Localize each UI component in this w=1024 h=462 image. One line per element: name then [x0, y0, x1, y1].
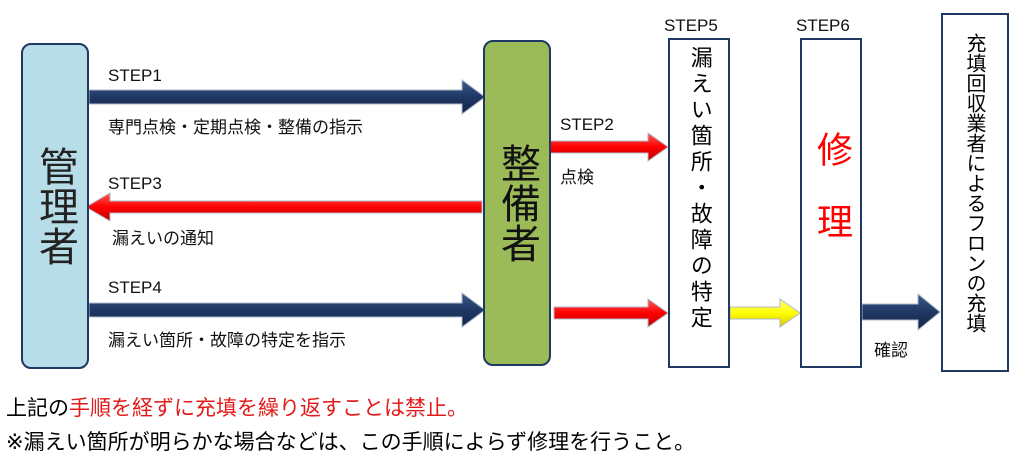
step2-label: STEP2 [560, 115, 614, 134]
step3-arrow [85, 192, 483, 222]
footer-line-1: 上記の手順を経ずに充填を繰り返すことは禁止。 [6, 398, 468, 419]
step4-label: STEP4 [108, 278, 162, 297]
manager-box: 管理者 [21, 43, 89, 369]
confirm-arrow [861, 292, 941, 332]
step6-box: 修理 [800, 38, 862, 368]
maintainer-box: 整備者 [483, 40, 551, 366]
step2-text: 点検 [560, 168, 594, 188]
confirm-label: 確認 [874, 341, 908, 361]
step5-label: STEP5 [664, 16, 718, 35]
footer-line-1-warning: 手順を経ずに充填を繰り返すことは禁止。 [69, 396, 468, 420]
final-box: 充填回収業者によるフロンの充填 [941, 13, 1009, 372]
step5-box-label: 漏えい箇所・故障の特定 [686, 46, 712, 332]
final-box-label: 充填回収業者によるフロンの充填 [963, 33, 987, 333]
step3-label: STEP3 [108, 174, 162, 193]
manager-label: 管理者 [32, 146, 78, 266]
step1-label: STEP1 [108, 66, 162, 85]
repair-arrow [729, 298, 801, 328]
step5-box: 漏えい箇所・故障の特定 [668, 38, 730, 368]
step6-label: STEP6 [796, 16, 850, 35]
step4-arrow [88, 292, 486, 328]
identify-arrow [553, 298, 669, 328]
footer-line-2-text: ※漏えい箇所が明らかな場合などは、この手順によらず修理を行うこと。 [6, 430, 696, 454]
maintainer-label: 整備者 [494, 143, 540, 263]
step1-arrow [88, 79, 486, 115]
step6-box-label: 修理 [811, 131, 852, 275]
step3-text: 漏えいの通知 [112, 229, 214, 249]
footer-line-2: ※漏えい箇所が明らかな場合などは、この手順によらず修理を行うこと。 [6, 432, 695, 453]
step1-text: 専門点検・定期点検・整備の指示 [108, 118, 363, 138]
footer-line-1-prefix: 上記の [6, 396, 69, 420]
step4-text: 漏えい箇所・故障の特定を指示 [108, 331, 346, 351]
step2-arrow [549, 132, 669, 162]
